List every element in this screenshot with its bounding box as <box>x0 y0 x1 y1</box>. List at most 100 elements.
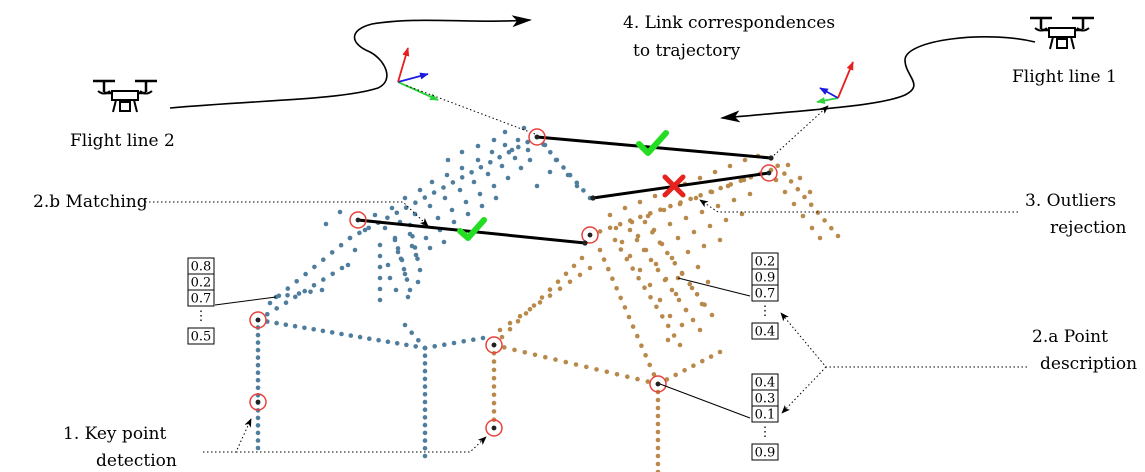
cloud-point <box>808 202 814 208</box>
cloud-point <box>320 328 326 334</box>
point-cloud-flight-line-2 <box>255 125 593 459</box>
cloud-point <box>321 277 326 282</box>
cloud-point <box>723 217 729 223</box>
link-line-right <box>770 105 829 159</box>
cloud-point <box>630 324 636 329</box>
cloud-point <box>417 267 423 273</box>
cloud-point <box>655 453 661 459</box>
cloud-point <box>610 276 615 282</box>
cloud-point <box>601 257 607 262</box>
keypoint-dot <box>534 134 540 140</box>
cloud-point <box>491 183 497 189</box>
descriptor-value: 0.9 <box>755 446 776 461</box>
cloud-point <box>367 336 372 342</box>
cloud-point <box>627 227 633 233</box>
cloud-point <box>413 344 419 349</box>
cloud-point <box>626 314 632 320</box>
cloud-point <box>531 303 537 308</box>
cloud-point <box>652 193 658 199</box>
cloud-point <box>655 267 661 273</box>
cloud-point <box>637 267 643 273</box>
trajectory-flight-line-1 <box>720 36 1036 123</box>
cloud-point <box>404 342 409 348</box>
cloud-point <box>491 359 497 364</box>
cloud-point <box>292 323 298 329</box>
cloud-point <box>612 237 618 243</box>
cloud-point <box>497 327 503 333</box>
cloud-point <box>742 157 748 163</box>
cloud-point <box>542 142 548 148</box>
cloud-point <box>715 203 721 209</box>
cloud-point <box>283 322 289 328</box>
cloud-point <box>401 266 407 272</box>
cloud-point <box>427 203 433 209</box>
label-step1-line2: detection <box>96 451 177 471</box>
cloud-point <box>394 341 400 346</box>
cloud-point <box>523 311 529 316</box>
cloud-point <box>663 276 669 282</box>
cloud-point <box>444 172 450 178</box>
cloud-point <box>402 195 408 201</box>
cloud-point <box>389 205 395 211</box>
cloud-point <box>594 367 599 372</box>
keypoint-ring <box>581 226 599 244</box>
cloud-point <box>665 323 671 329</box>
keypoint-dot <box>491 342 497 348</box>
label-step2b: 2.b Matching <box>33 192 148 212</box>
cloud-point <box>673 372 678 378</box>
cloud-point <box>394 210 400 216</box>
cloud-point <box>555 279 561 285</box>
cloud-point <box>502 142 508 148</box>
cloud-point <box>679 322 685 328</box>
label-step4-line2: to trajectory <box>633 41 741 61</box>
cloud-point <box>479 203 485 209</box>
cloud-point <box>705 279 711 285</box>
cloud-point <box>357 334 363 340</box>
cloud-point <box>255 423 261 428</box>
cloud-point <box>402 322 408 328</box>
cloud-point <box>618 247 624 252</box>
cloud-point <box>802 194 807 200</box>
cloud-point <box>493 195 499 201</box>
cloud-point <box>345 262 351 268</box>
cloud-point <box>255 370 261 376</box>
cloud-point <box>614 286 619 291</box>
cloud-point <box>683 307 689 313</box>
cloud-point <box>655 405 661 411</box>
descriptor-vector-mid: 0.20.90.7⋮0.4 <box>751 252 779 340</box>
cloud-point <box>431 190 437 195</box>
cloud-point <box>512 347 517 353</box>
cloud-point <box>415 279 421 285</box>
cloud-point <box>701 243 707 249</box>
cloud-point <box>422 415 428 420</box>
cloud-point <box>619 239 625 245</box>
descriptor-cell <box>751 284 779 302</box>
cloud-point <box>491 400 497 406</box>
cloud-point <box>645 379 651 384</box>
cloud-point <box>517 313 523 319</box>
cloud-point <box>525 139 530 145</box>
cloud-point <box>637 199 643 205</box>
descriptor-vector-bottom: 0.40.30.1⋮0.9 <box>751 373 779 461</box>
cloud-point <box>348 333 354 338</box>
cloud-point <box>635 333 640 339</box>
cloud-point <box>499 163 505 169</box>
descriptor-value: 0.1 <box>755 408 776 423</box>
cloud-point <box>329 250 335 255</box>
cloud-point <box>532 352 538 358</box>
cloud-point <box>475 143 481 149</box>
cloud-point <box>797 175 803 181</box>
cloud-point <box>488 160 493 165</box>
cloud-point <box>636 275 641 281</box>
cloud-point <box>688 196 693 202</box>
cloud-point <box>497 154 502 160</box>
pose-axes-left <box>397 47 439 101</box>
cloud-point <box>687 281 692 287</box>
cloud-point <box>357 230 362 236</box>
cloud-point <box>782 171 787 176</box>
cloud-point <box>507 320 513 326</box>
cloud-point <box>465 211 471 217</box>
cloud-point <box>604 369 610 375</box>
cloud-point <box>584 364 589 370</box>
keypoint-ring <box>649 375 667 393</box>
